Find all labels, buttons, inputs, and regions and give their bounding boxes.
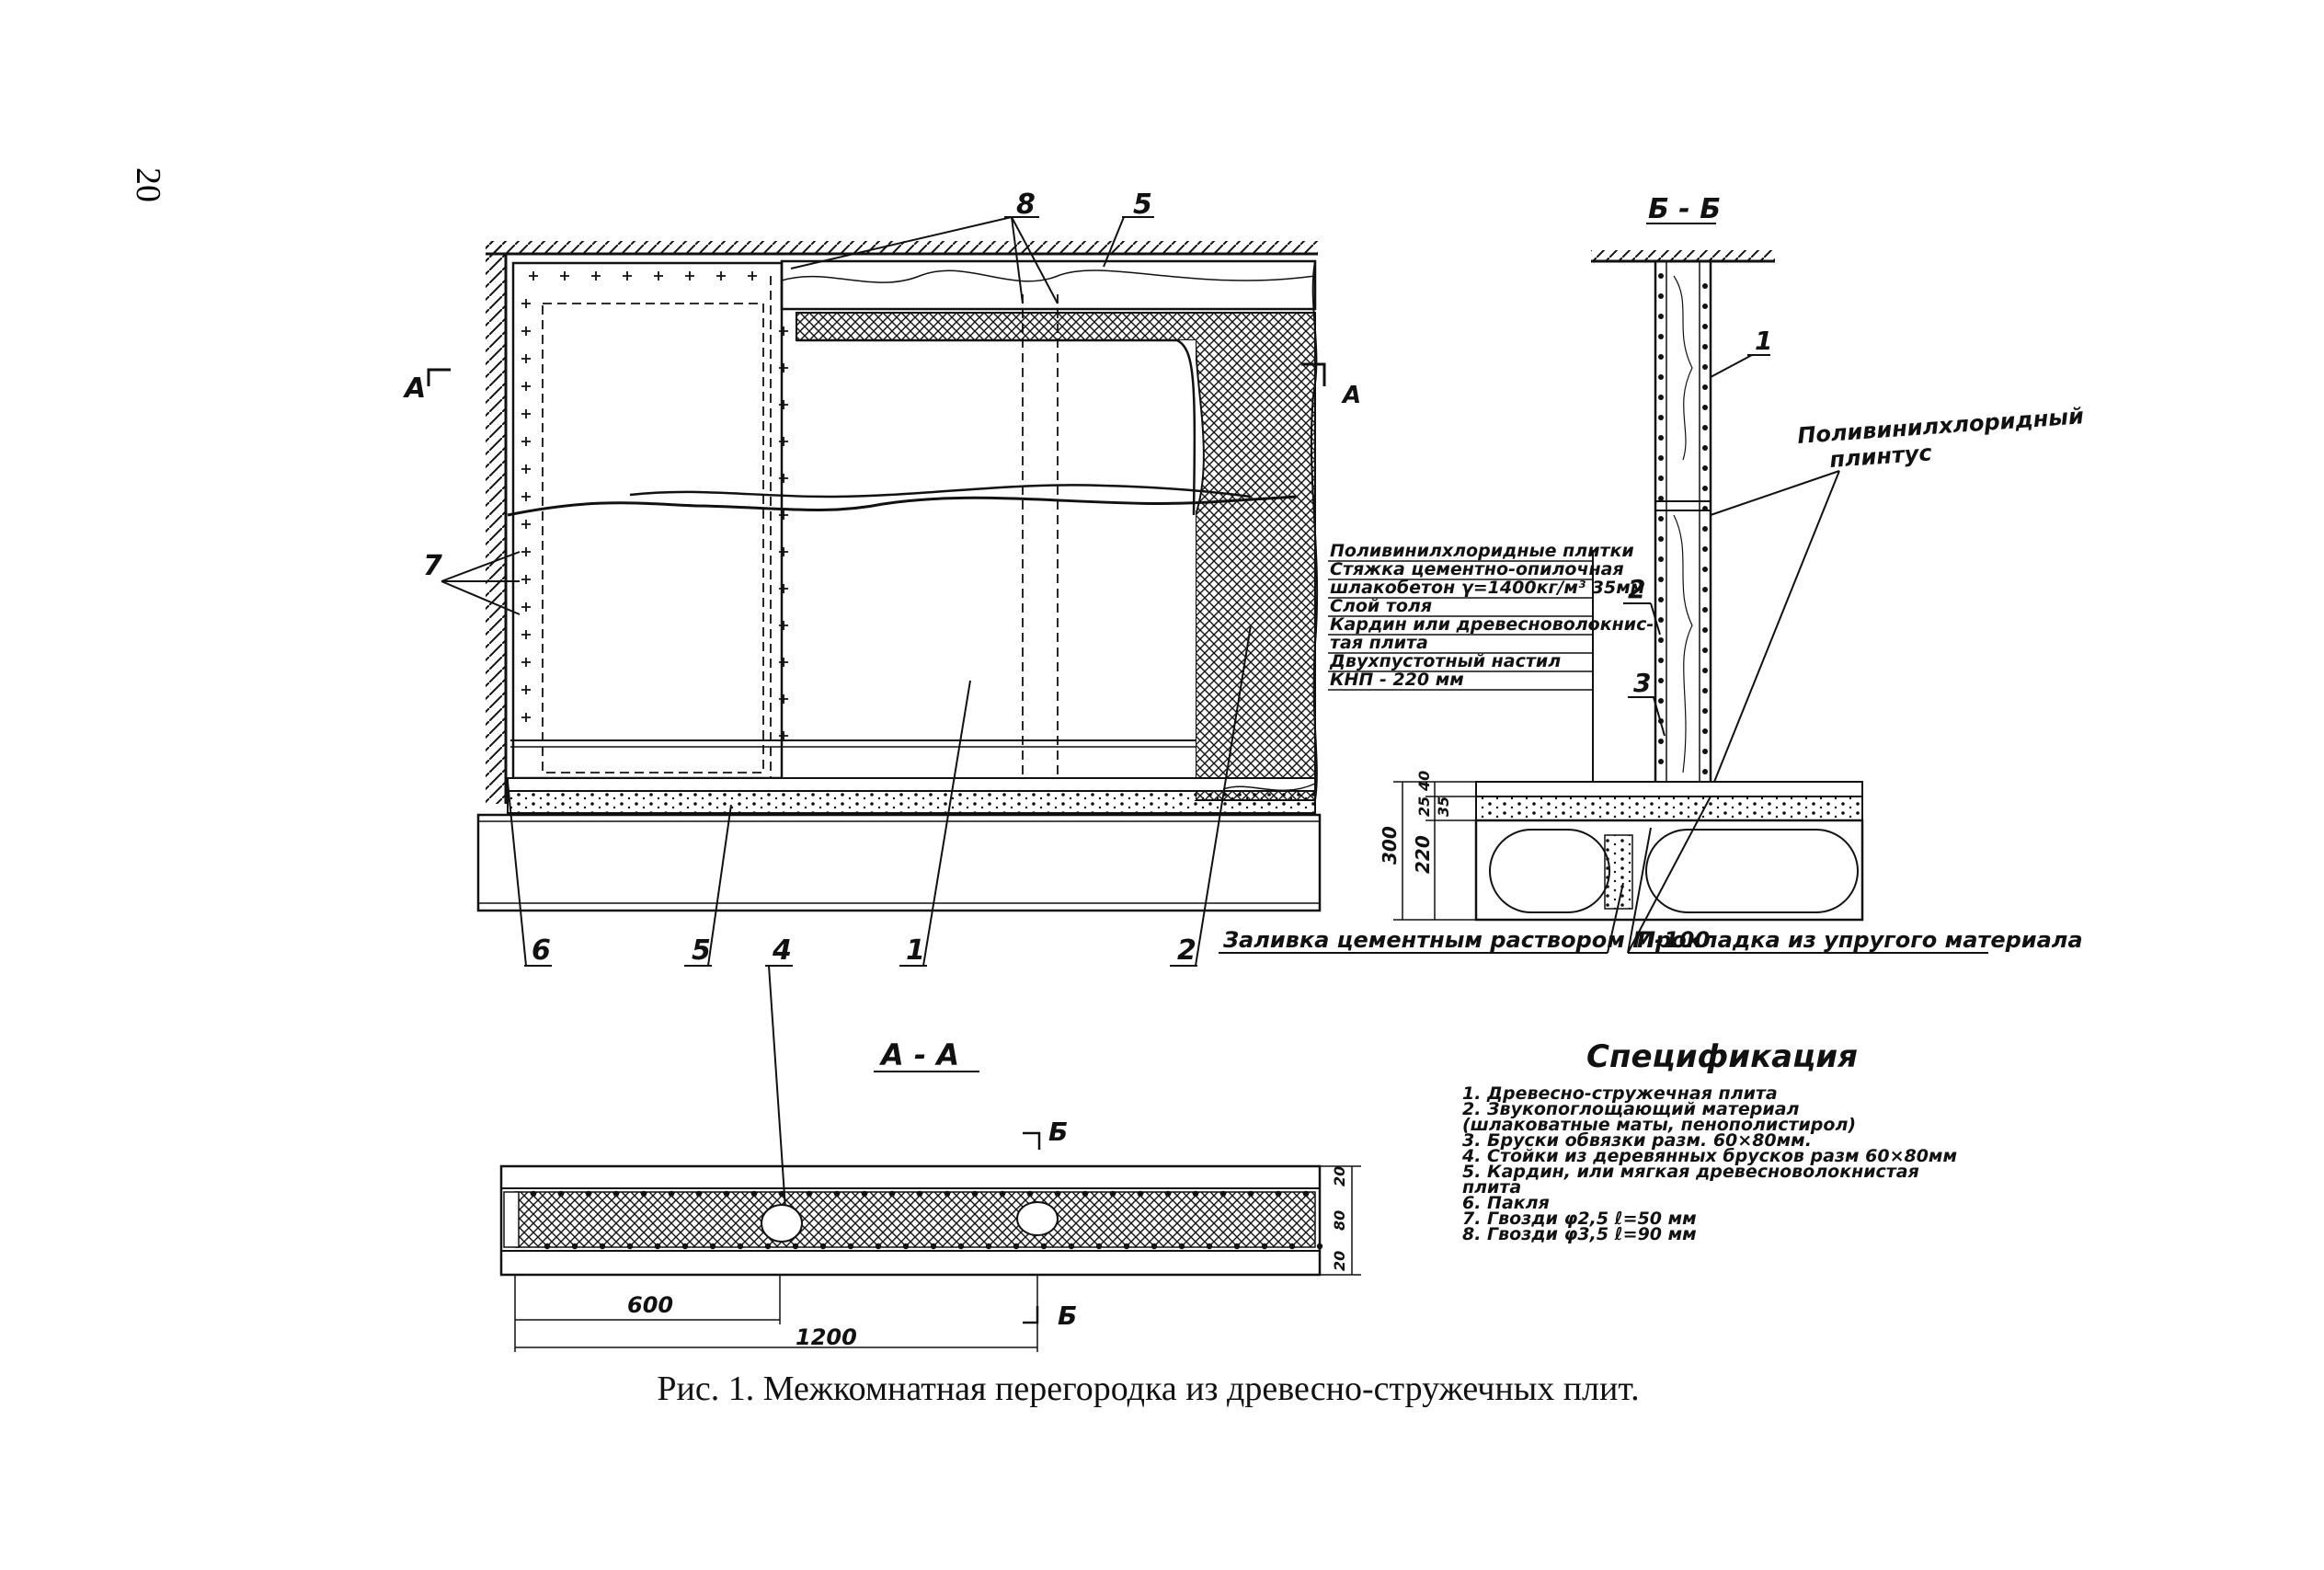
spec-item: 1. Древесно-стружечная плита bbox=[1462, 1083, 1778, 1104]
spec-item: 2. Звукопоглощающий материал bbox=[1462, 1099, 1800, 1119]
dim-1200: 1200 bbox=[796, 1324, 857, 1350]
section-aa-title: А - А bbox=[878, 1037, 959, 1072]
aa-sound-absorbing bbox=[514, 1191, 1316, 1248]
section-bb: Б - Б 1 2 3 Поливинилхлоридный плинтус bbox=[1219, 193, 2085, 954]
floor-layer-label: Поливинилхлоридные плитки bbox=[1330, 541, 1634, 561]
dim-600: 600 bbox=[627, 1292, 673, 1318]
bb-dim-25: 25 bbox=[1415, 796, 1433, 817]
spec-item: 3. Бруски обвязки разм. 60×80мм. bbox=[1462, 1130, 1812, 1151]
bb-callout-1: 1 bbox=[1755, 326, 1772, 356]
aa-dim-20-top: 20 bbox=[1331, 1166, 1348, 1186]
left-panel bbox=[511, 261, 784, 780]
elevation-view: А А 8 5 7 6 5 4 1 2 bbox=[403, 189, 1361, 1237]
spec-item: 6. Пакля bbox=[1462, 1193, 1550, 1213]
break-line-lower bbox=[629, 484, 1252, 499]
spec-title: Спецификация bbox=[1586, 1038, 1858, 1075]
cut-label-b-top: Б bbox=[1048, 1117, 1068, 1147]
floor-layer-label: Кардин или древесноволокнис- bbox=[1330, 614, 1654, 635]
cut-label-a-left: А bbox=[403, 372, 426, 405]
bb-dim-300: 300 bbox=[1379, 826, 1401, 865]
callout-5-bottom: 5 bbox=[692, 934, 711, 967]
floor-layer-label: Слой толя bbox=[1330, 596, 1432, 616]
spec-item: 5. Кардин, или мягкая древесноволокниста… bbox=[1462, 1162, 1919, 1182]
floor-layer-label: Двухпустотный настил bbox=[1329, 651, 1561, 671]
break-line-upper bbox=[507, 495, 1298, 517]
spec-item: плита bbox=[1462, 1177, 1521, 1198]
section-aa: А - А Б 600 1200 Б 20 80 20 bbox=[499, 1037, 1361, 1352]
cut-label-a-right: А bbox=[1341, 382, 1361, 409]
callout-6: 6 bbox=[532, 934, 551, 967]
aa-dim-80: 80 bbox=[1331, 1210, 1348, 1231]
nails-row-top bbox=[529, 271, 757, 281]
floor-layer-label: шлакобетон γ=1400кг/м³ 35мм bbox=[1330, 578, 1644, 598]
floor-layer-label: Стяжка цементно-опилочная bbox=[1330, 559, 1624, 579]
bb-dim-40: 40 bbox=[1415, 771, 1433, 792]
figure-caption: Рис. 1. Межкомнатная перегородка из древ… bbox=[657, 1369, 1640, 1408]
nails-column-mid bbox=[779, 327, 788, 740]
bb-dim-35: 35 bbox=[1435, 796, 1452, 817]
specification: Спецификация 1. Древесно-стружечная плит… bbox=[1461, 1038, 1957, 1244]
callout-5-top: 5 bbox=[1133, 189, 1152, 221]
screed-layer bbox=[507, 790, 1316, 814]
callout-4: 4 bbox=[772, 934, 792, 967]
spec-item: 4. Стойки из деревянных брусков разм 60×… bbox=[1461, 1146, 1957, 1166]
bb-slab bbox=[1474, 819, 1864, 922]
callout-8: 8 bbox=[1016, 189, 1036, 221]
floor-layer-label: КНП - 220 мм bbox=[1330, 670, 1464, 690]
bb-callout-2: 2 bbox=[1628, 574, 1645, 604]
callout-7: 7 bbox=[423, 550, 442, 582]
floor-layer-label: тая плита bbox=[1330, 633, 1428, 653]
spec-item: (шлаковатные маты, пенополистирол) bbox=[1462, 1115, 1856, 1135]
callout-1: 1 bbox=[906, 934, 925, 967]
section-bb-title: Б - Б bbox=[1648, 193, 1721, 225]
bb-dim-220: 220 bbox=[1412, 835, 1434, 874]
spec-item: 7. Гвозди φ2,5 ℓ=50 мм bbox=[1462, 1209, 1697, 1229]
spec-item: 8. Гвозди φ3,5 ℓ=90 мм bbox=[1462, 1224, 1697, 1244]
pad-label: Прокладка из упругого материала bbox=[1637, 927, 2083, 953]
plinth-label-1: Поливинилхлоридный bbox=[1796, 403, 2084, 449]
callout-2: 2 bbox=[1177, 934, 1196, 967]
partition-section bbox=[1654, 259, 1712, 796]
floor-slab bbox=[476, 813, 1322, 912]
left-wall bbox=[486, 241, 506, 804]
elevation-callouts-bottom: 6 5 4 1 2 bbox=[507, 625, 1252, 1237]
section-aa-outline bbox=[499, 1164, 1322, 1277]
nails-column-left bbox=[521, 299, 531, 722]
aa-dim-20-bottom: 20 bbox=[1331, 1251, 1348, 1271]
cut-label-b-bottom: Б bbox=[1058, 1301, 1077, 1331]
bb-callout-3: 3 bbox=[1633, 668, 1651, 698]
